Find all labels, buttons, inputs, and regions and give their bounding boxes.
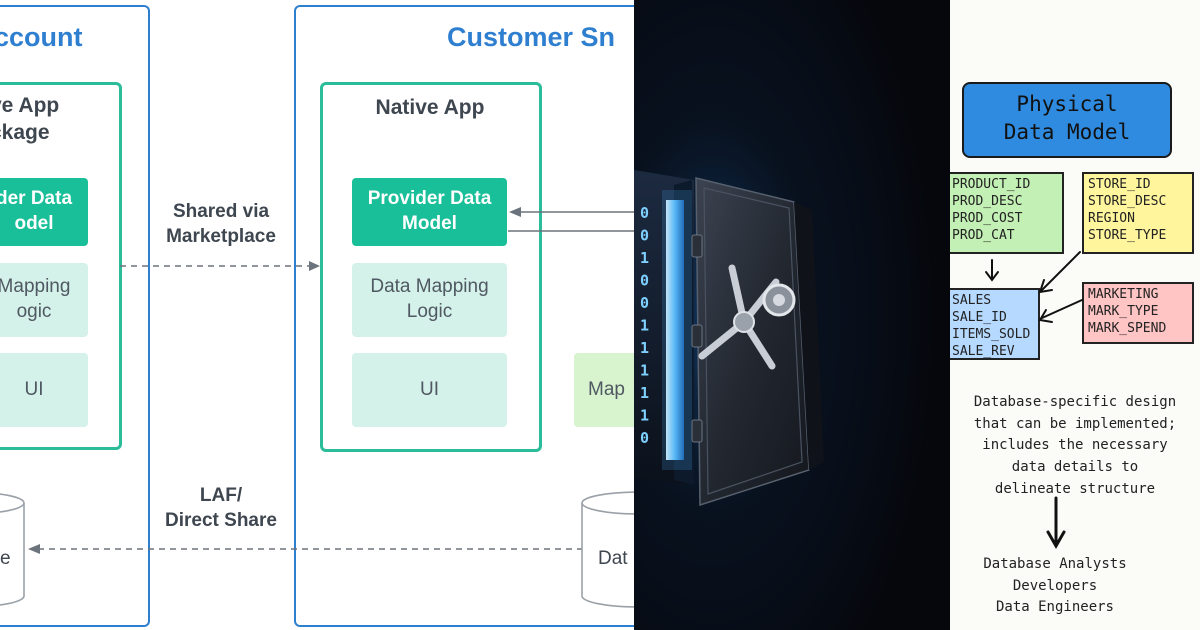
provider-data-model-tile-left: der Data odel: [0, 178, 88, 246]
binary-digit: 1: [640, 339, 649, 357]
marketing-entity-box: MARKETING MARK_TYPE MARK_SPEND: [1082, 282, 1194, 344]
customer-account-box: [294, 5, 634, 627]
store-entity-box: STORE_ID STORE_DESC REGION STORE_TYPE: [1082, 172, 1194, 254]
provider-data-model-tile: Provider Data Model: [352, 178, 507, 246]
right-database-label: Dat: [598, 548, 628, 569]
physical-data-model-sketch: Physical Data Model PRODUCT_ID PROD_DESC…: [950, 0, 1200, 630]
binary-digit: 1: [640, 407, 649, 425]
sketch-title-box: Physical Data Model: [962, 82, 1172, 158]
native-app-diagram: ccount ve App ckage der Data odel Mappin…: [0, 5, 634, 627]
binary-digit: 1: [640, 362, 649, 380]
vault-door-edge: [794, 202, 824, 470]
binary-digit: 0: [640, 294, 649, 312]
vault-illustration: 0 0 1 0 0 1 1 1 1 1 0: [634, 0, 950, 630]
binary-digit: 0: [640, 227, 649, 245]
vault-hinges: [691, 234, 703, 443]
application-package-title: ve App ckage: [0, 94, 60, 145]
ui-tile: UI: [352, 353, 507, 427]
marketplace-arrow-head: [309, 261, 320, 271]
vault-svg: 0 0 1 0 0 1 1 1 1 1 0: [634, 0, 950, 630]
native-app-title: Native App: [375, 96, 485, 119]
binary-digit: 1: [640, 384, 649, 402]
customer-account-title: Customer Sn: [447, 22, 616, 52]
product-entity-box: PRODUCT_ID PROD_DESC PROD_COST PROD_CAT: [950, 172, 1064, 254]
right-database-cylinder: [581, 491, 634, 608]
vault-dial: [762, 283, 796, 317]
direct-share-arrow-head: [28, 544, 40, 554]
sketch-audience: Database Analysts Developers Data Engine…: [983, 556, 1127, 616]
binary-digit: 0: [640, 272, 649, 290]
laf-direct-share-label: LAF/ Direct Share: [165, 485, 277, 531]
binary-digit: 1: [640, 317, 649, 335]
vault-light-slot: [666, 200, 684, 460]
data-mapping-tile-left: Mapping ogic: [0, 263, 88, 337]
ui-tile-left: UI: [0, 353, 88, 427]
left-database-cylinder: [0, 493, 25, 606]
provider-account-box: [0, 5, 150, 627]
left-database-label: e: [0, 548, 11, 569]
sketch-arrows: [985, 251, 1083, 550]
sketch-description: Database-specific design that can be imp…: [973, 394, 1177, 497]
binary-digit: 0: [640, 204, 649, 222]
binary-digit: 1: [640, 249, 649, 267]
sales-entity-box: SALES SALE_ID ITEMS_SOLD SALE_REV: [950, 288, 1040, 360]
binary-digit: 0: [640, 429, 649, 447]
mapping-tile-partial: Map: [574, 353, 634, 427]
native-app-box: [320, 82, 542, 452]
model-arrow-in-head: [509, 207, 521, 217]
shared-via-marketplace-label: Shared via Marketplace: [166, 201, 276, 247]
binary-code-column: 0 0 1 0 0 1 1 1 1 1 0: [640, 204, 649, 447]
diagram-connectors: [0, 207, 634, 608]
data-mapping-tile: Data Mapping Logic: [352, 263, 507, 337]
provider-account-title: ccount: [0, 22, 83, 52]
